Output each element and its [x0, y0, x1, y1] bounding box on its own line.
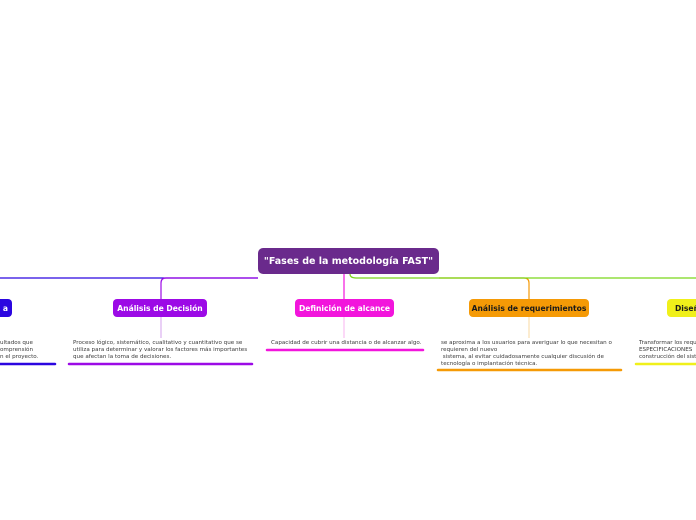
branch-topic-3-label: Definición de alcance — [298, 303, 391, 313]
connector-b4 — [439, 277, 530, 299]
branch-topic-3[interactable]: Definición de alcance — [295, 299, 394, 317]
branch-topic-2-description: Proceso lógico, sistemático, cualitativo… — [73, 340, 248, 360]
connector-b5 — [349, 273, 696, 279]
branch-topic-4-description: se aproxima a los usuarios para averigua… — [441, 340, 612, 367]
connector-b2 — [160, 277, 258, 299]
branch-topic-5-label: Diseñ — [675, 303, 696, 313]
branch-topic-5[interactable]: Diseñ — [667, 299, 696, 317]
root-topic[interactable]: "Fases de la metodología FAST" — [258, 248, 439, 274]
branch-topic-4-label: Análisis de requerimientos — [471, 303, 587, 313]
branch-topic-4[interactable]: Análisis de requerimientos — [469, 299, 589, 317]
branch-topic-2[interactable]: Análisis de Decisión — [113, 299, 207, 317]
branch-topic-3-description: Capacidad de cubrir una distancia o de a… — [271, 340, 422, 346]
branch-topic-1[interactable]: a — [0, 299, 12, 317]
branch-topic-1-description: ultados que omprensión n el proyecto. — [0, 340, 39, 360]
branch-topic-1-label: a — [2, 303, 8, 313]
branch-topic-2-label: Análisis de Decisión — [117, 303, 203, 313]
branch-topic-5-description: Transformar los requ ESPECIFICACIONES co… — [639, 340, 696, 360]
